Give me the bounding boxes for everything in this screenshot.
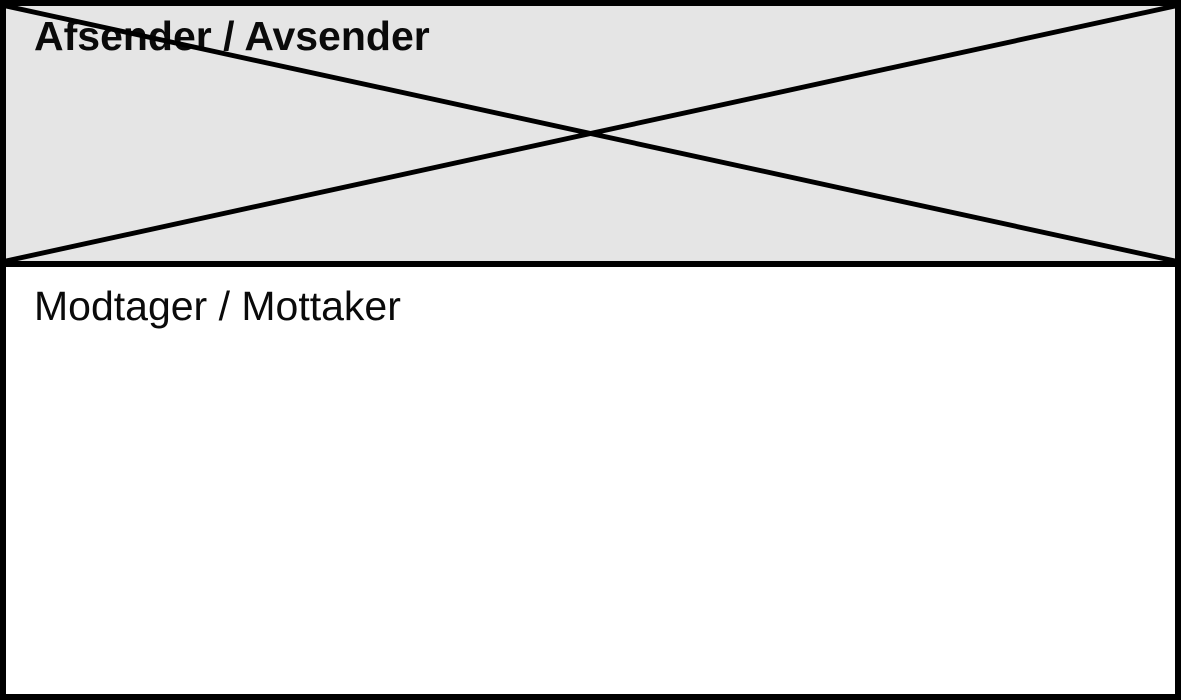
recipient-field-label: Modtager / Mottaker <box>34 283 401 329</box>
recipient-field: Modtager / Mottaker <box>6 267 1175 688</box>
sender-field-label: Afsender / Avsender <box>34 13 430 59</box>
sender-field: Afsender / Avsender <box>6 6 1175 267</box>
